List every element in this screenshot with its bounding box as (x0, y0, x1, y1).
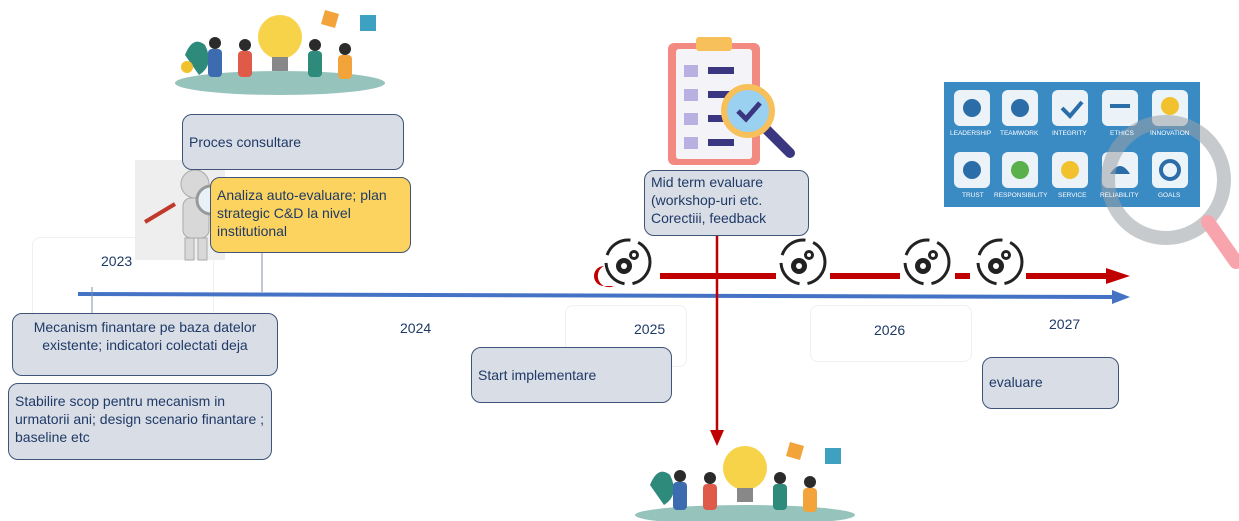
gears-cycle-icon (903, 238, 951, 286)
gears-cycle-icon (779, 238, 827, 286)
year-label-2027: 2027 (1049, 316, 1081, 332)
value-label: GOALS (1158, 192, 1181, 199)
box-stabilire-scop: Stabilire scop pentru mecanism in urmato… (8, 383, 272, 460)
values-icon-panel (944, 82, 1200, 207)
people-lightbulb-illustration (635, 442, 855, 521)
red-start-mark (594, 266, 614, 288)
value-label: INNOVATION (1150, 130, 1190, 137)
checklist-magnifier-icon (668, 37, 795, 165)
year-label-2023: 2023 (101, 253, 133, 269)
people-lightbulb-illustration (175, 10, 385, 95)
red-down-arrow (710, 430, 724, 446)
box-evaluare: evaluare (982, 357, 1119, 409)
blue-timeline-axis (77, 292, 1113, 299)
red-arrow-head (1106, 268, 1130, 284)
box-mid-term-evaluare: Mid term evaluare (workshop-uri etc. Cor… (644, 170, 809, 236)
value-label: LEADERSHIP (950, 130, 992, 137)
box-proces-consultare: Proces consultare (182, 114, 404, 170)
gears-cycle-icon (604, 238, 652, 286)
value-label: INTEGRITY (1052, 130, 1087, 137)
large-magnifier-icon (1101, 115, 1239, 269)
year-label-2026: 2026 (874, 322, 906, 338)
box-start-implementare: Start implementare (471, 347, 672, 403)
value-label: TRUST (962, 192, 984, 199)
values-labels: LEADERSHIP TEAMWORK INTEGRITY ETHICS INN… (944, 82, 1200, 207)
gears-cycle-icon (976, 238, 1024, 286)
value-label: SERVICE (1058, 192, 1087, 199)
faint-box (810, 305, 972, 362)
value-label: TEAMWORK (1000, 130, 1039, 137)
box-analiza-auto-evaluare: Analiza auto-evaluare; plan strategic C&… (210, 177, 411, 253)
year-label-2025: 2025 (634, 321, 666, 337)
year-label-2024: 2024 (400, 320, 432, 336)
blue-arrow-head (1112, 290, 1130, 304)
value-label: ETHICS (1110, 130, 1134, 137)
box-mecanism-finantare: Mecanism finantare pe baza datelor exist… (12, 313, 278, 376)
value-label: RELIABILITY (1100, 192, 1139, 199)
value-label: RESPONSIBILITY (994, 192, 1048, 199)
